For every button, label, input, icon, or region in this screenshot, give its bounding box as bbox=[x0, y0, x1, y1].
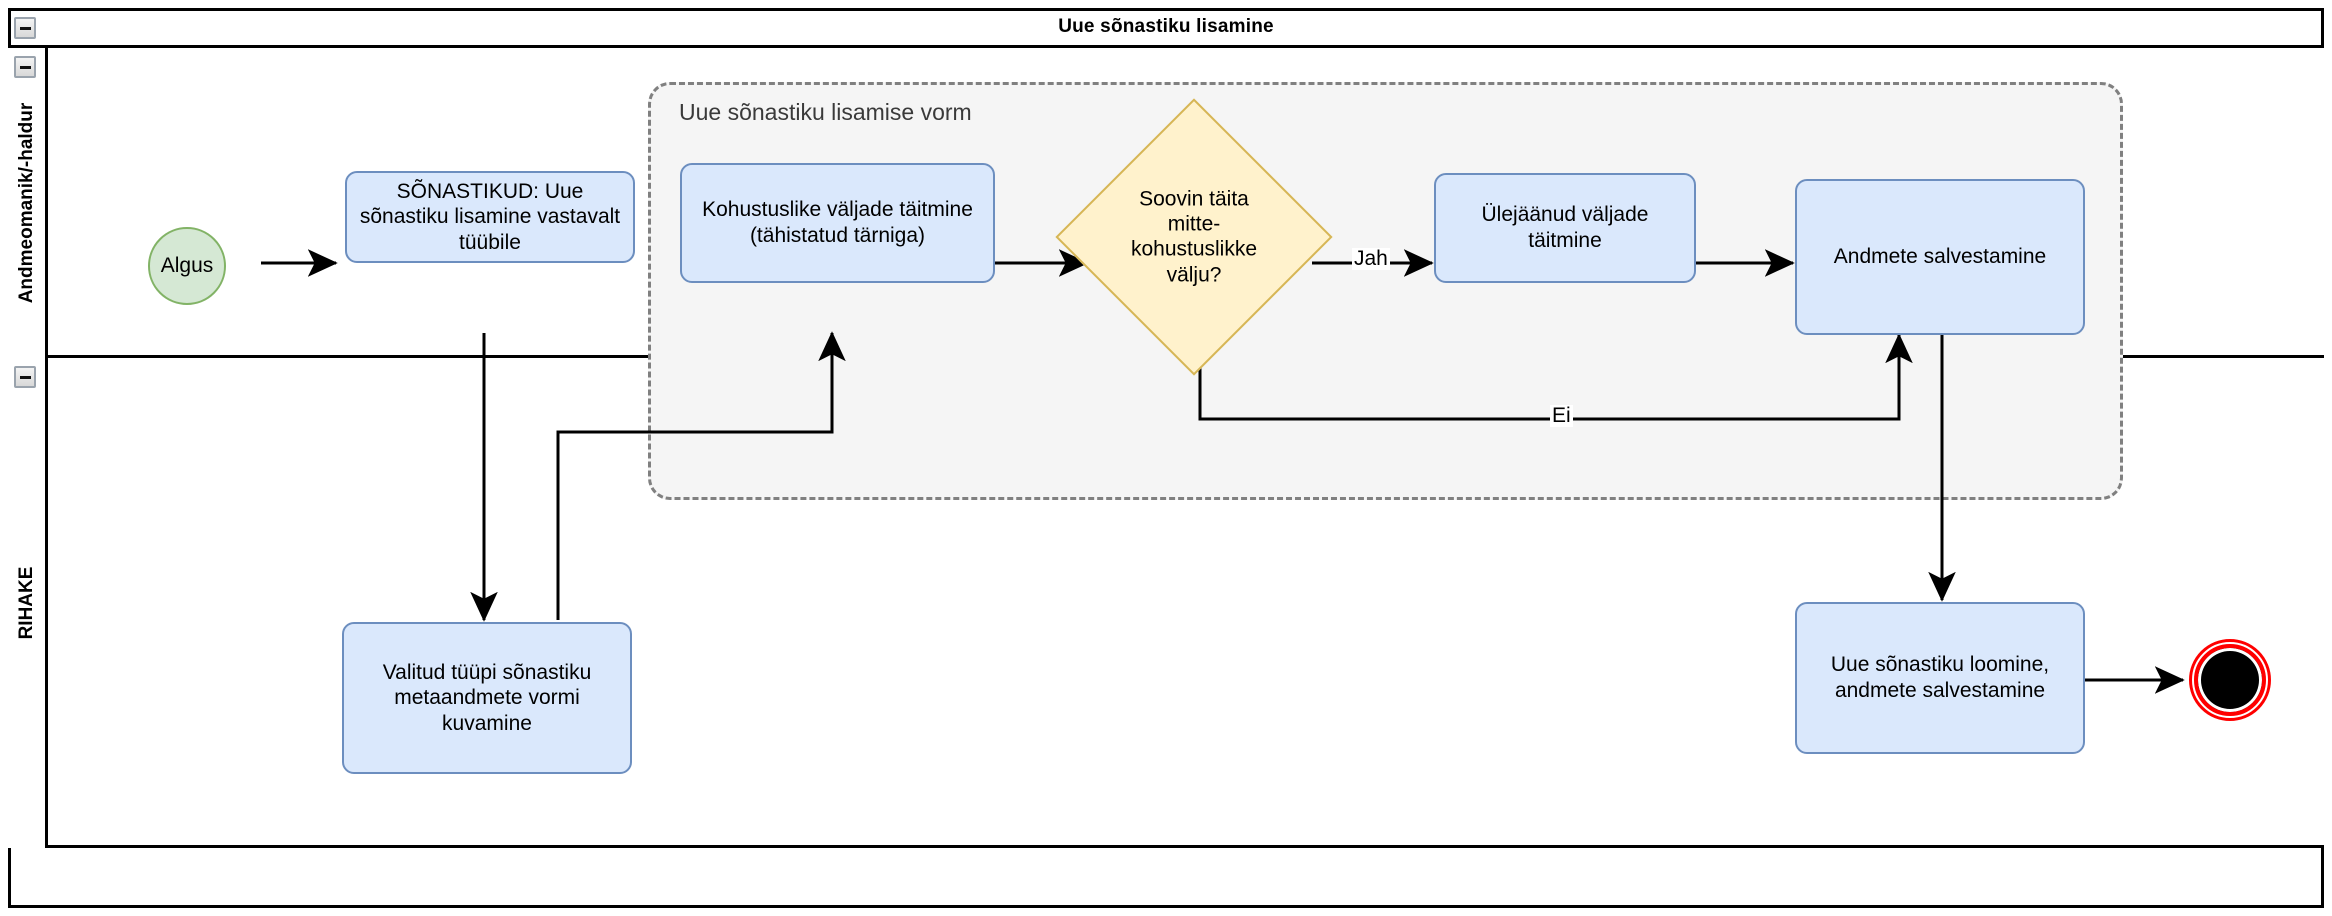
task-label: Andmete salvestamine bbox=[1833, 245, 2047, 269]
lane-header-andmeomanik[interactable]: Andmeomanik/-haldur bbox=[8, 48, 48, 358]
start-event-algus[interactable]: Algus bbox=[148, 227, 226, 305]
task-valitud-tuupi-vormi-kuvamine[interactable]: Valitud tüüpi sõnastiku metaandmete vorm… bbox=[342, 622, 632, 774]
pool-collapse-button[interactable] bbox=[14, 17, 36, 39]
task-label: Kohustuslike väljade täitmine (tähistatu… bbox=[702, 198, 973, 247]
lane-header-rihake[interactable]: RIHAKE bbox=[8, 358, 48, 848]
pool-footer-strip bbox=[8, 848, 2324, 908]
task-kohustuslike-valjade-taitmine[interactable]: Kohustuslike väljade täitmine (tähistatu… bbox=[680, 163, 995, 283]
task-sonastikud-lisamine[interactable]: SÕNASTIKUD: Uue sõnastiku lisamine vasta… bbox=[345, 171, 635, 263]
pool-title: Uue sõnastiku lisamine bbox=[1058, 15, 1274, 37]
end-event[interactable] bbox=[2189, 639, 2271, 721]
lane-collapse-button-rihake[interactable] bbox=[14, 366, 36, 388]
minus-icon bbox=[19, 65, 31, 69]
gateway-label: Soovin täita mitte-kohustuslikke välju? bbox=[1130, 187, 1258, 287]
task-label: Valitud tüüpi sõnastiku metaandmete vorm… bbox=[382, 660, 592, 735]
task-label: Ülejäänud väljade täitmine bbox=[1481, 203, 1649, 252]
edge-label-jah: Jah bbox=[1352, 247, 1390, 271]
task-label: Uue sõnastiku loomine, andmete salvestam… bbox=[1830, 653, 2050, 702]
task-label: SÕNASTIKUD: Uue sõnastiku lisamine vasta… bbox=[359, 179, 621, 254]
pool-header: Uue sõnastiku lisamine bbox=[8, 8, 2324, 48]
lane-collapse-button-andmeomanik[interactable] bbox=[14, 56, 36, 78]
task-andmete-salvestamine[interactable]: Andmete salvestamine bbox=[1795, 179, 2085, 335]
minus-icon bbox=[19, 375, 31, 379]
gateway-soovin-taita[interactable]: Soovin täita mitte-kohustuslikke välju? bbox=[1055, 98, 1333, 376]
task-uue-sonastiku-loomine[interactable]: Uue sõnastiku loomine, andmete salvestam… bbox=[1795, 602, 2085, 754]
edge-label-ei: Ei bbox=[1550, 404, 1573, 428]
subprocess-label: Uue sõnastiku lisamise vorm bbox=[679, 99, 972, 125]
task-ulejaanud-valjade-taitmine[interactable]: Ülejäänud väljade täitmine bbox=[1434, 173, 1696, 283]
lane-label-andmeomanik: Andmeomanik/-haldur bbox=[15, 102, 37, 304]
minus-icon bbox=[19, 26, 31, 30]
start-event-label: Algus bbox=[160, 254, 214, 277]
lane-label-rihake: RIHAKE bbox=[15, 566, 37, 640]
